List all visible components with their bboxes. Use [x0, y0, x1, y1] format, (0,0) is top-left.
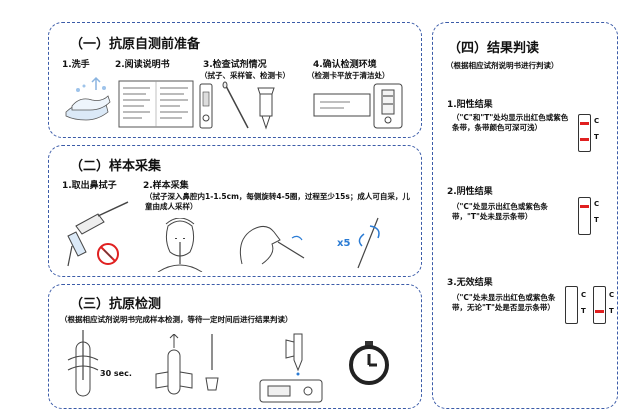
section-prep-title: （一）抗原自测前准备: [70, 37, 201, 52]
t-mark: T: [594, 133, 599, 141]
c-mark: C: [609, 291, 615, 299]
result-negative-desc: （"C"处显示出红色或紫色条带，"T"处未显示条带）: [452, 202, 548, 221]
nose-profile-icon: [239, 226, 305, 265]
control-band: [580, 205, 589, 208]
section-testing-panel: [48, 284, 422, 409]
squeeze-tube-icon: [155, 334, 193, 395]
step-collect-sample-label: 2.样本采集: [143, 181, 189, 191]
results-instruction-note: （根据相应试剂说明书进行判读）: [446, 61, 559, 70]
rotation-count-label: x5: [337, 238, 351, 249]
manual-icon: [118, 80, 194, 128]
test-band: [580, 138, 589, 141]
test-band: [595, 310, 604, 313]
step-environment-label: 4.确认检测环境: [313, 60, 377, 70]
c-mark: C: [594, 117, 600, 125]
section-sampling-title: （二）样本采集: [70, 159, 162, 174]
c-mark: C: [594, 200, 600, 208]
result-negative-strip: [578, 197, 591, 235]
section-results-title: （四）结果判读: [448, 41, 540, 56]
t-mark: T: [594, 216, 599, 224]
step-take-swab-label: 1.取出鼻拭子: [62, 181, 117, 191]
nasal-swab-face-icon: [157, 218, 203, 272]
timer-clock-icon: [349, 341, 389, 385]
step-read-manual-label: 2.阅读说明书: [115, 60, 170, 70]
result-positive-label: 1.阳性结果: [447, 100, 493, 110]
t-mark: T: [609, 307, 614, 315]
drop-sample-on-card-icon: [259, 333, 323, 403]
result-invalid-strip-a: [565, 286, 578, 324]
swab-rotation-icon: [357, 217, 380, 269]
section-sampling-panel: [48, 145, 422, 277]
step-check-kit-sub: （拭子、采样管、检测卡）: [200, 71, 290, 80]
test-card-on-table-icon: [313, 83, 403, 129]
section-results-panel: [432, 22, 618, 409]
hand-washing-icon: [65, 76, 111, 121]
step-environment-sub: （检测卡平放于清洁处）: [307, 71, 390, 80]
result-invalid-desc: （"C"处未显示出红色或紫色条带，无论"T"处是否显示条带）: [452, 293, 556, 312]
tube-swirl-icon: [67, 330, 99, 397]
step-wash-hands-label: 1.洗手: [62, 60, 90, 70]
result-positive-desc: （"C"和"T"处均显示出红色或紫色条带，条带颜色可深可浅）: [452, 113, 569, 132]
swab-package-icon: [67, 201, 129, 267]
testing-instruction-note: （根据相应试剂说明书完成样本检测，等待一定时间后进行结果判读）: [60, 315, 293, 324]
section-prep-panel: [48, 22, 422, 138]
sampling-instruction-note: （拭子深入鼻腔内1-1.5cm，每侧旋转4-5圈，过程至少15s；成人可自采，儿…: [145, 192, 410, 211]
result-positive-strip: [578, 114, 591, 152]
step-check-kit-label: 3.检查试剂情况: [203, 60, 267, 70]
c-mark: C: [581, 291, 587, 299]
result-negative-label: 2.阴性结果: [447, 187, 493, 197]
test-kit-icon: [199, 81, 275, 130]
section-testing-title: （三）抗原检测: [70, 297, 162, 312]
dropper-cap-icon: [205, 334, 219, 391]
result-invalid-label: 3.无效结果: [447, 278, 493, 288]
control-band: [580, 122, 589, 125]
t-mark: T: [581, 307, 586, 315]
result-invalid-strip-b: [593, 286, 606, 324]
wait-30-sec-label: 30 sec.: [100, 369, 132, 378]
